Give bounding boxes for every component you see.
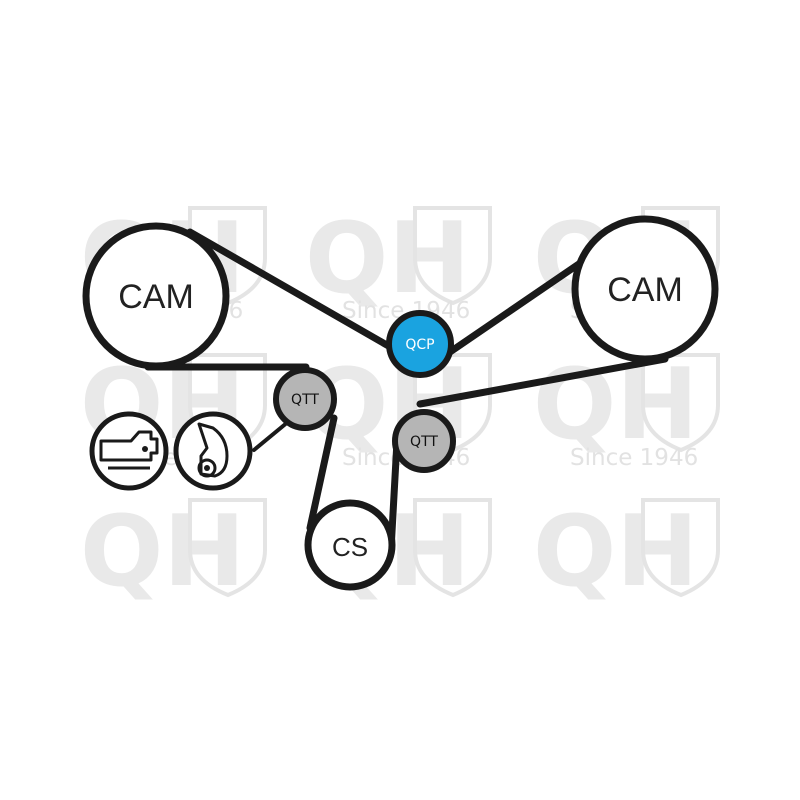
crankshaft-wheel xyxy=(304,499,396,591)
injection-pump-icon xyxy=(89,411,169,491)
belt-segment xyxy=(446,251,596,356)
tensioner-lower-wheel xyxy=(392,409,456,473)
watermark-since: Since 1946 xyxy=(570,445,698,471)
tensioner-upper-label: QTT xyxy=(291,392,319,408)
crankshaft-pulley: CS xyxy=(304,499,396,591)
cam-pulley-right-label: CAM xyxy=(607,271,683,309)
belt-segment xyxy=(186,228,396,352)
belt-segment xyxy=(306,414,338,532)
oil-pump-icon xyxy=(173,411,253,491)
tensioner-lower-label: QTT xyxy=(410,434,438,450)
tensioner-lower: QTT xyxy=(392,409,456,473)
belt-segment xyxy=(416,355,669,408)
cam-pulley-left-wheel xyxy=(82,222,230,370)
crankshaft-label: CS xyxy=(332,532,368,562)
tensioner-upper-wheel xyxy=(273,367,337,431)
water-pump-pulley: QCP xyxy=(386,310,454,378)
lion-shield-icon xyxy=(188,498,720,598)
water-pump-label: QCP xyxy=(405,337,434,353)
cam-pulley-left-label: CAM xyxy=(118,278,194,316)
cam-pulley-right: CAM xyxy=(571,215,719,363)
water-pump-wheel xyxy=(386,310,454,378)
cam-pulley-left: CAM xyxy=(82,222,230,370)
cam-pulley-right-wheel xyxy=(571,215,719,363)
tensioner-upper: QTT xyxy=(273,367,337,431)
